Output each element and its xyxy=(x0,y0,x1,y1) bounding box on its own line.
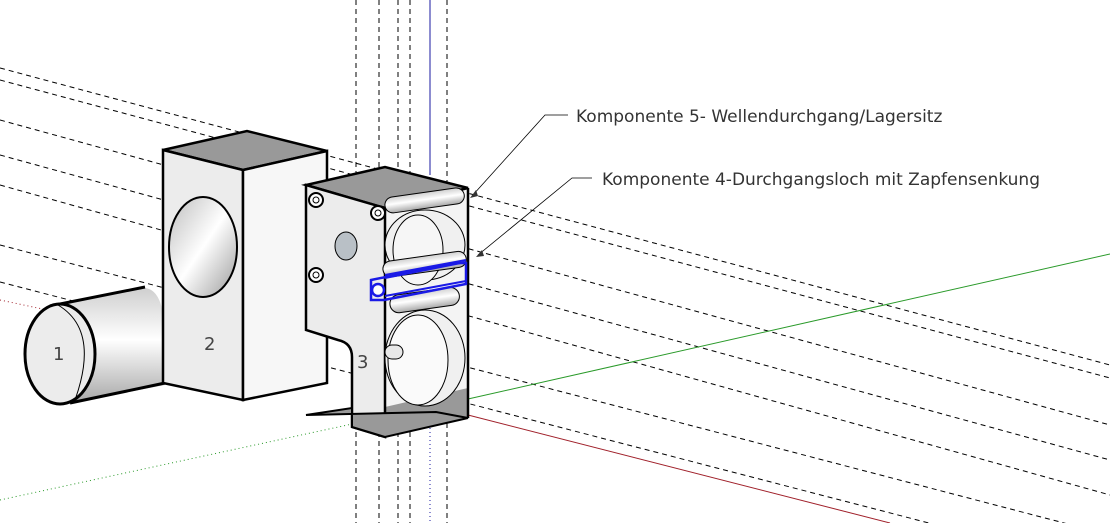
label-component-4[interactable]: Komponente 4-Durchgangsloch mit Zapfense… xyxy=(602,170,1040,190)
component-4-selected[interactable] xyxy=(369,250,468,302)
part-2-label: 2 xyxy=(204,334,215,355)
part-2-block[interactable]: 2 xyxy=(161,129,329,402)
part-3-housing[interactable]: 3 xyxy=(301,165,470,439)
label-component-5[interactable]: Komponente 5- Wellendurchgang/Lagersitz xyxy=(576,107,942,127)
part-1-cylinder[interactable]: 1 xyxy=(23,285,166,406)
part-3-label: 3 xyxy=(357,352,368,373)
x-axis xyxy=(467,414,891,523)
leader-lines xyxy=(470,114,592,257)
y-axis xyxy=(467,253,1110,400)
part-1-label: 1 xyxy=(53,344,64,365)
